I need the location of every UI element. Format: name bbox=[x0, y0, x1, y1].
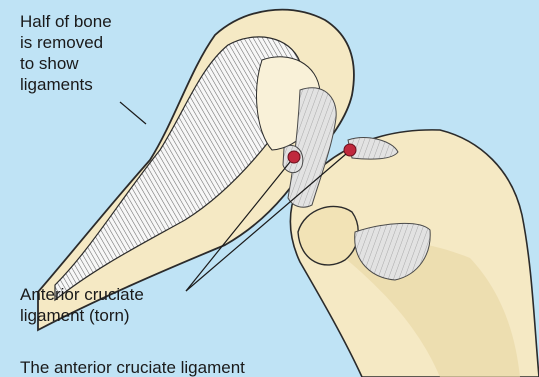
acl-tear-end-left bbox=[288, 151, 300, 163]
label-half-bone: Half of bone is removed to show ligament… bbox=[20, 11, 112, 95]
leader-line-half-bone bbox=[120, 102, 146, 124]
figure-caption: The anterior cruciate ligament bbox=[20, 357, 245, 377]
label-acl: Anterior cruciate ligament (torn) bbox=[20, 284, 144, 326]
